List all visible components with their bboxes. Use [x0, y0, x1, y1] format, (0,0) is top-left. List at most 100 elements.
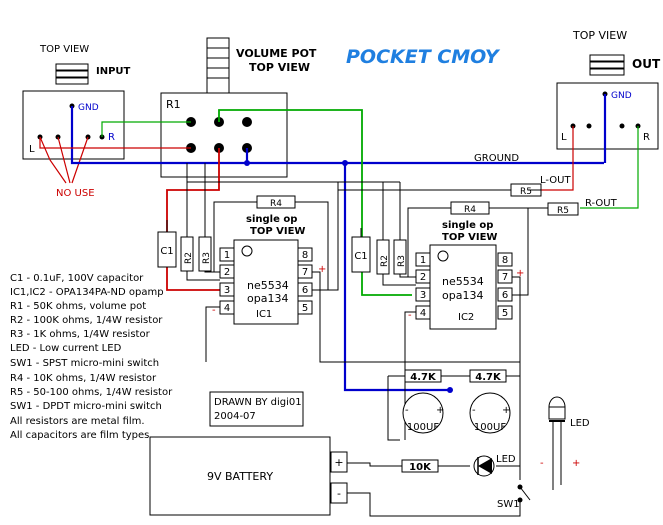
ic1-minus: -	[212, 305, 216, 316]
battery-label: 9V BATTERY	[207, 470, 273, 483]
ic2-pin8: 8	[502, 255, 508, 266]
ic1-pin2: 2	[224, 267, 230, 278]
pot-l-wire	[166, 148, 230, 291]
ic1-pin6: 6	[302, 285, 308, 296]
title: POCKET CMOY	[346, 46, 501, 68]
cap-b-plus: +	[502, 405, 510, 416]
r-10k: 10K	[409, 462, 432, 473]
ic2-name-line1: ne5534	[442, 275, 484, 288]
parts-item-1: IC1,IC2 - OPA134PA-ND opamp	[10, 287, 164, 298]
out-label: OUT	[632, 57, 661, 71]
ic2-pin5: 5	[502, 308, 508, 319]
led-label-small: LED	[496, 454, 516, 465]
drawn-date: 2004-07	[214, 411, 256, 422]
battery-minus: -	[337, 487, 341, 500]
cap-a-plus: +	[436, 405, 444, 416]
ic1-name-line2: opa134	[247, 292, 288, 305]
volume-pot: VOLUME POT TOP VIEW R1	[160, 37, 317, 178]
r4-left-label: R4	[270, 199, 282, 209]
ic1-name-line1: ne5534	[247, 279, 289, 292]
input-l-wire	[39, 137, 191, 149]
pot-r-wire	[218, 109, 412, 296]
out-l-wire	[540, 126, 574, 191]
parts-item-0: C1 - 0.1uF, 100V capacitor	[10, 273, 144, 284]
out-top-view-label: TOP VIEW	[572, 29, 627, 42]
input-jack: TOP VIEW INPUT GND R L	[22, 44, 131, 160]
parts-item-11: All capacitors are film types.	[10, 430, 153, 441]
c1-right-label: C1	[354, 251, 367, 262]
led-plus: +	[572, 458, 580, 469]
ic2-wiring	[187, 181, 548, 435]
output-jack: TOP VIEW OUT GND L R	[556, 29, 661, 150]
ground-label: GROUND	[474, 153, 519, 164]
ic2-pin3: 3	[420, 290, 426, 301]
r3-right-label: R3	[397, 255, 407, 267]
ic2-top-view: TOP VIEW	[442, 232, 497, 243]
ic1-label: IC1	[256, 309, 272, 320]
ic2-single-op: single op	[442, 220, 493, 231]
input-r-wire	[101, 121, 191, 137]
sw1-label: SW1	[497, 499, 520, 510]
input-r-label: R	[108, 132, 115, 143]
ic2-pin7: 7	[502, 272, 508, 283]
out-r-wire	[580, 126, 639, 209]
cap-a: 100UF	[407, 422, 439, 433]
r3-left-label: R3	[202, 252, 212, 264]
ic2-section: C1 R2 R3 R4 R5 R5 single op TOP VIEW ne5…	[351, 183, 579, 330]
ic2-minus: -	[408, 310, 412, 321]
cap-a-minus: -	[405, 405, 409, 416]
out-gnd-label: GND	[611, 91, 632, 101]
ground-bus	[70, 94, 607, 392]
parts-item-3: R2 - 100K ohms, 1/4W resistor	[10, 315, 163, 326]
parts-item-5: LED - Low current LED	[10, 343, 122, 354]
ic2-name-line2: opa134	[442, 289, 483, 302]
parts-item-7: R4 - 10K ohms, 1/4W resistor	[10, 373, 157, 384]
ic2-label: IC2	[458, 312, 474, 323]
ic1-pin1: 1	[224, 250, 230, 261]
ic2-pin6: 6	[502, 290, 508, 301]
ic2-pin1: 1	[420, 255, 426, 266]
power-section: 4.7K 4.7K 100UF - + 100UF - + 10K LED 9V…	[149, 362, 590, 517]
ic1-pin8: 8	[302, 250, 308, 261]
volume-pot-view-label: TOP VIEW	[249, 61, 310, 74]
cap-b-minus: -	[472, 405, 476, 416]
r5-left-label: R5	[520, 187, 532, 197]
ic2-pin4: 4	[420, 308, 426, 319]
r-47k-b: 4.7K	[475, 372, 502, 383]
ic1-pin5: 5	[302, 303, 308, 314]
no-use-label: NO USE	[56, 188, 95, 199]
parts-item-4: R3 - 1K ohms, 1/4W resistor	[10, 329, 151, 340]
parts-item-9: SW1 - DPDT micro-mini switch	[10, 401, 162, 412]
ic1-wiring	[166, 163, 520, 363]
r2-right-label: R2	[380, 255, 390, 267]
volume-pot-label: VOLUME POT	[236, 47, 317, 60]
led-label-big: LED	[570, 418, 590, 429]
parts-item-8: R5 - 50-100 ohms, 1/4W resistor	[10, 387, 173, 398]
r5-right-label: R5	[557, 206, 569, 216]
l-out-label: L-OUT	[540, 175, 571, 186]
ic2-plus: +	[516, 268, 524, 279]
parts-item-6: SW1 - SPST micro-mini switch	[10, 358, 159, 369]
parts-item-2: R1 - 50K ohms, volume pot	[10, 301, 146, 312]
input-label: INPUT	[96, 66, 131, 77]
r2-left-label: R2	[184, 252, 194, 264]
ic1-pin7: 7	[302, 267, 308, 278]
ic1-single-op: single op	[246, 214, 297, 225]
ic1-plus: +	[318, 264, 326, 275]
battery-plus: +	[334, 456, 343, 469]
out-r-label: R	[643, 132, 650, 143]
ic1-top-view: TOP VIEW	[250, 226, 305, 237]
cap-b: 100UF	[474, 422, 506, 433]
r4-right-label: R4	[464, 205, 476, 215]
r1-label: R1	[166, 98, 181, 111]
ic2-pin2: 2	[420, 272, 426, 283]
input-gnd-label: GND	[78, 103, 99, 113]
led-minus: -	[540, 458, 544, 469]
ic1-pin3: 3	[224, 285, 230, 296]
drawn-by: DRAWN BY digi01	[214, 397, 302, 408]
parts-item-10: All resistors are metal film.	[10, 416, 145, 427]
parts-list: C1 - 0.1uF, 100V capacitor IC1,IC2 - OPA…	[10, 273, 173, 441]
out-l-label: L	[561, 132, 567, 143]
c1-left-label: C1	[160, 246, 173, 257]
